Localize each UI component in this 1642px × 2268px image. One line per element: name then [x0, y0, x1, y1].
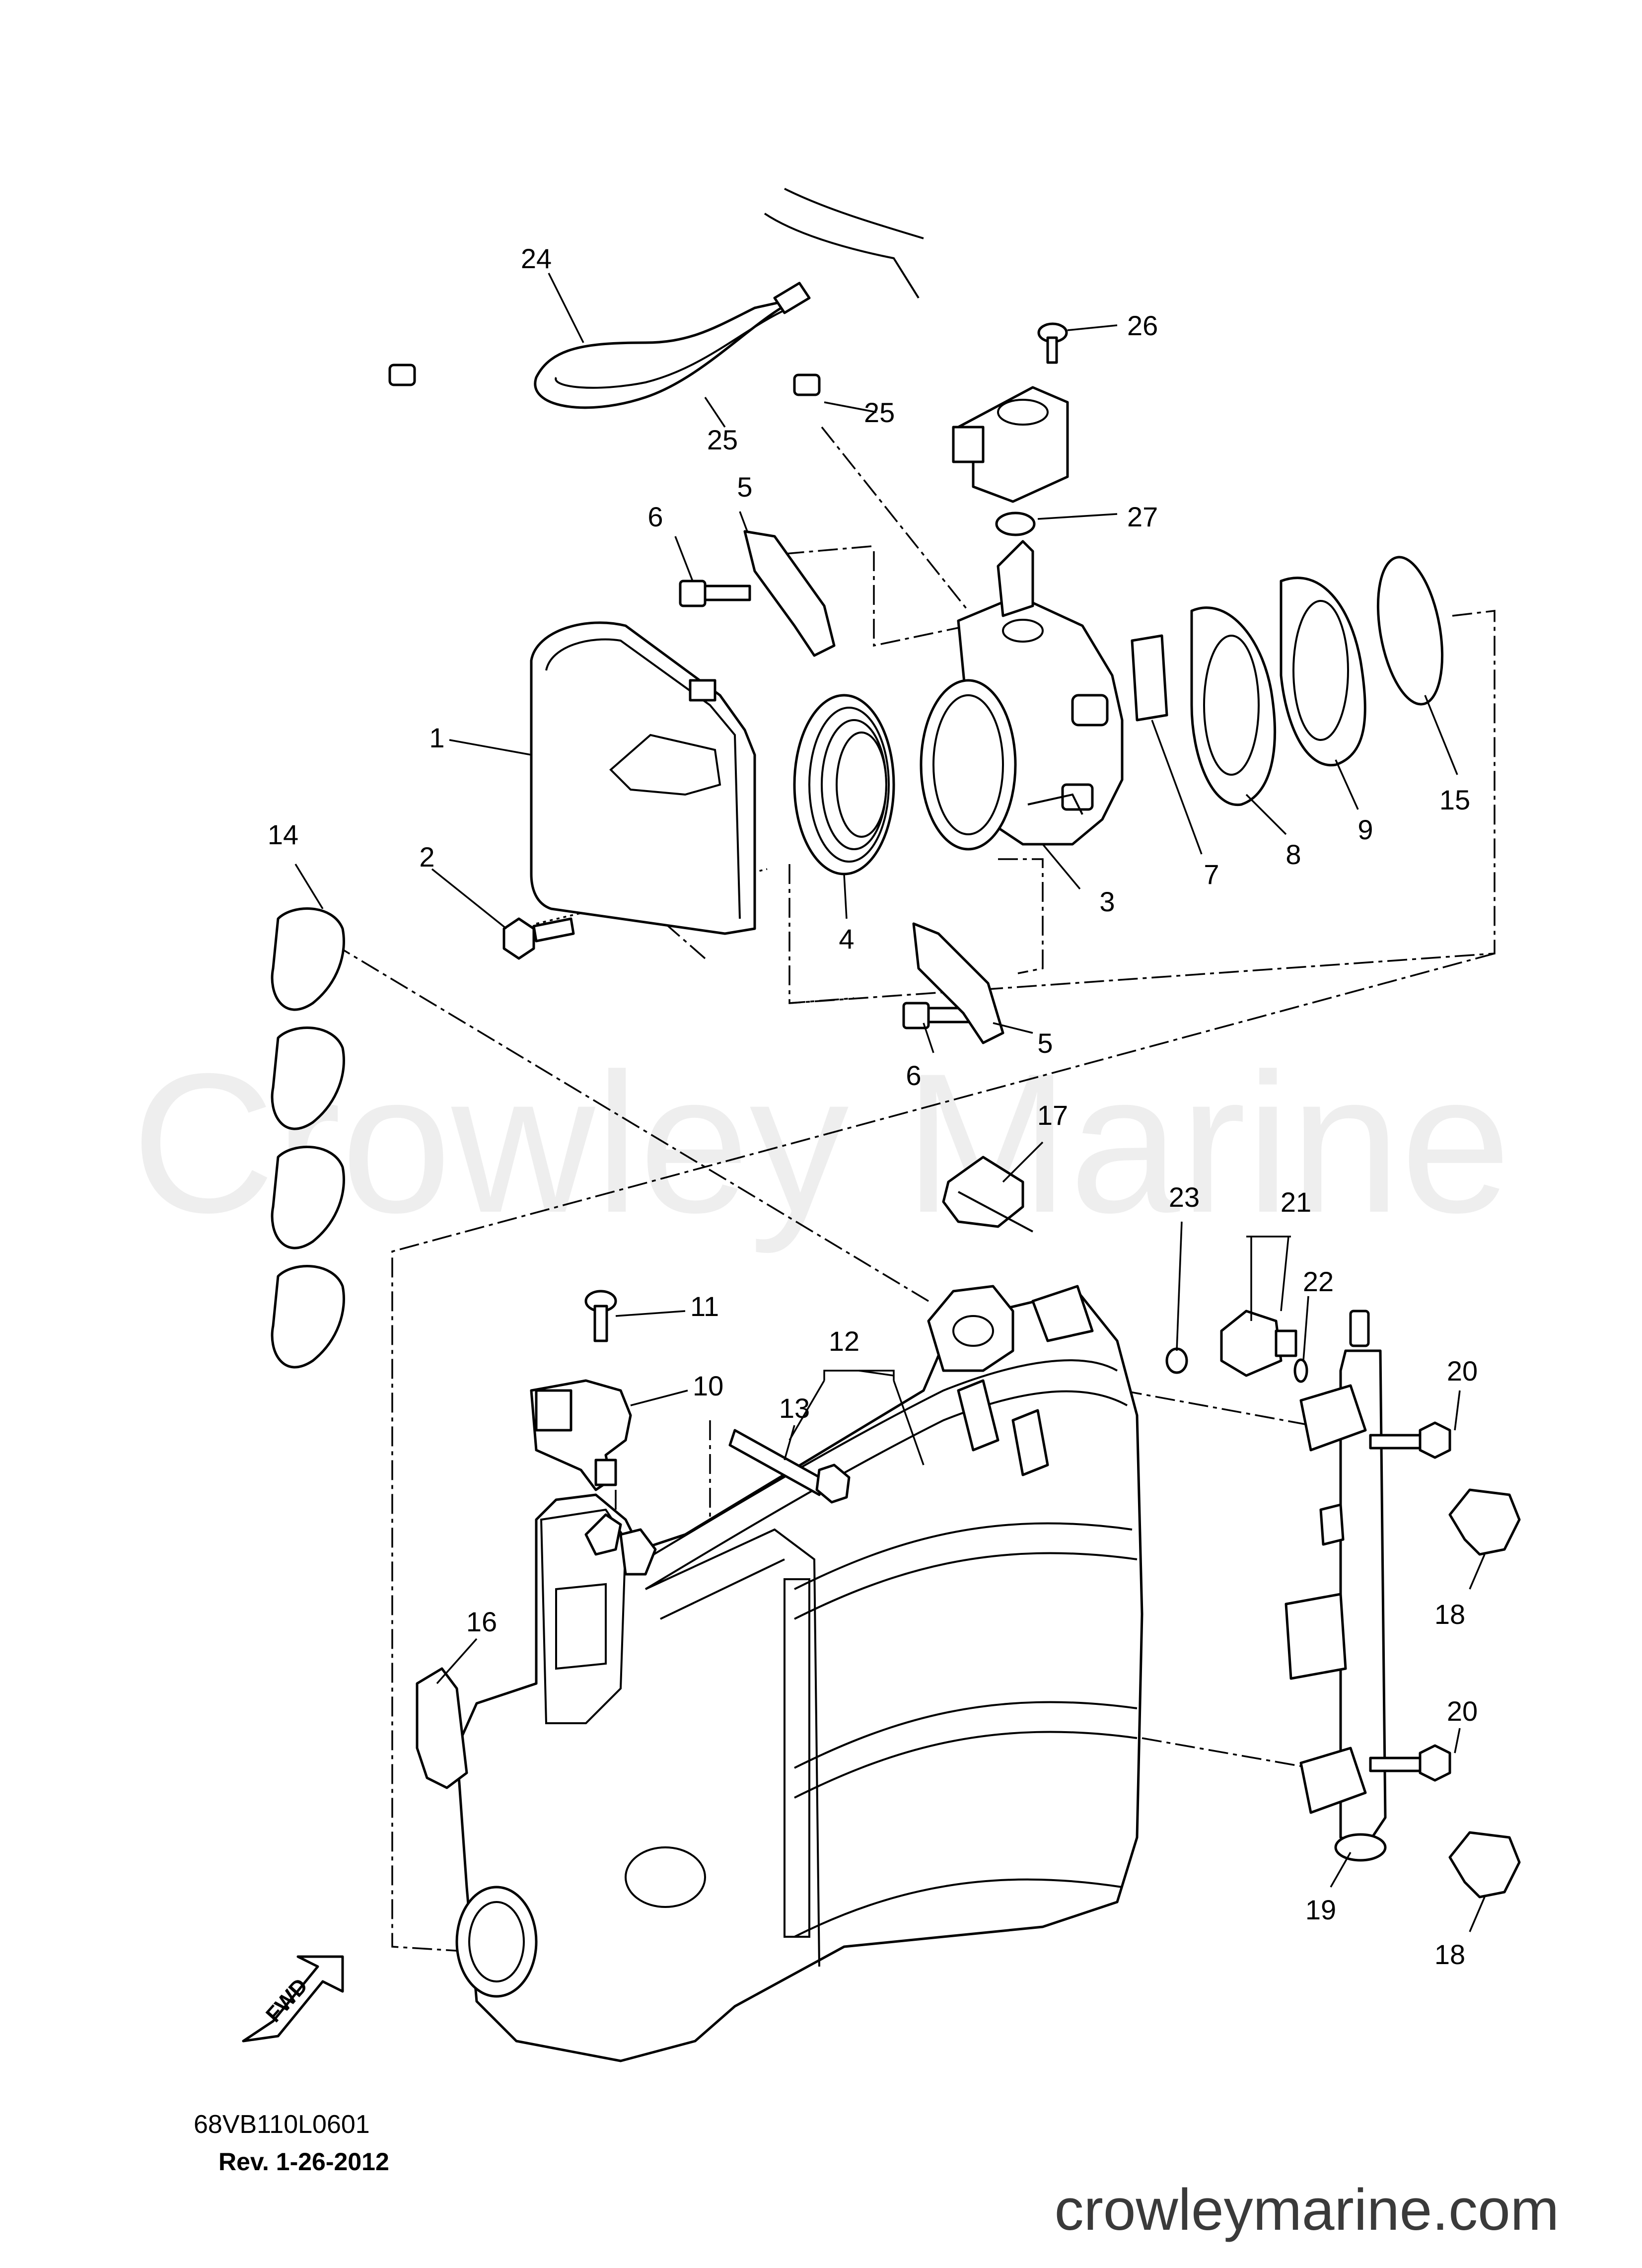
- harness-clamp: [942, 1156, 1033, 1233]
- throttle-body: [920, 540, 1124, 851]
- callout-20: 20: [1447, 1355, 1478, 1387]
- grommet: [1165, 1347, 1188, 1374]
- callout-8: 8: [1285, 839, 1301, 870]
- pressure-sensor: [1220, 1310, 1297, 1377]
- intake-silencer-cover: [530, 621, 756, 935]
- callout-11: 11: [690, 1291, 719, 1322]
- callout-3: 3: [1099, 886, 1115, 917]
- callout-20: 20: [1447, 1695, 1478, 1727]
- callout-2: 2: [419, 841, 434, 873]
- callout-15: 15: [1439, 784, 1470, 815]
- callout-4: 4: [839, 923, 854, 954]
- intake-manifold: [455, 1285, 1143, 2062]
- sensor-screw: [1037, 322, 1068, 364]
- fuel-rail: [1285, 1310, 1387, 1862]
- callout-16: 16: [466, 1606, 497, 1637]
- callout-14: 14: [268, 819, 298, 850]
- fuel-injector: [1448, 1488, 1521, 1899]
- callout-labels: 24 25 25 26 27 5 6 1 2 4 3 7 8 9 15 5 6 …: [268, 243, 1478, 1970]
- callout-25: 25: [707, 424, 738, 455]
- callout-21: 21: [1281, 1186, 1311, 1218]
- callout-1: 1: [429, 722, 444, 753]
- callout-13: 13: [779, 1392, 810, 1424]
- callout-23: 23: [1169, 1181, 1200, 1213]
- callout-7: 7: [1204, 859, 1219, 890]
- bracket: [743, 530, 1004, 1044]
- site-url: crowleymarine.com: [1055, 2177, 1559, 2243]
- breather-hose: [534, 188, 924, 409]
- diagram-code: 68VB110L0601: [194, 2110, 370, 2139]
- callout-5: 5: [1037, 1027, 1053, 1059]
- callout-27: 27: [1127, 501, 1158, 532]
- callout-9: 9: [1357, 814, 1373, 845]
- intake-duct-joint: [793, 694, 895, 876]
- manifold-sensor: [530, 1379, 632, 1491]
- revision-date: Rev. 1-26-2012: [218, 2148, 389, 2176]
- sensor-gasket: [416, 1667, 468, 1789]
- callout-19: 19: [1305, 1894, 1336, 1925]
- callout-26: 26: [1127, 310, 1158, 341]
- sensor-mount-screw: [584, 1290, 617, 1342]
- forward-direction-arrow: FWD: [242, 1955, 344, 2043]
- sensor-o-ring: [1293, 1358, 1308, 1383]
- callout-18: 18: [1434, 1939, 1465, 1970]
- leader-lines: [294, 273, 1486, 1932]
- throttle-o-ring: [1376, 556, 1444, 706]
- callout-18: 18: [1434, 1599, 1465, 1630]
- rail-bolt: [1369, 1421, 1451, 1782]
- bolt: [679, 580, 975, 1029]
- watermark: Crowley Marine: [132, 1032, 1511, 1255]
- manifold-gasket: [271, 907, 345, 1369]
- o-ring: [995, 512, 1036, 536]
- callout-10: 10: [693, 1370, 723, 1401]
- callout-6: 6: [647, 501, 663, 532]
- callout-22: 22: [1303, 1266, 1334, 1297]
- throttle-position-sensor: [952, 386, 1069, 503]
- callout-24: 24: [521, 243, 552, 274]
- gasket: [1131, 577, 1366, 806]
- manifold-bolt: [728, 1429, 851, 1504]
- callout-5: 5: [737, 471, 752, 503]
- callout-6: 6: [906, 1060, 921, 1091]
- callout-12: 12: [829, 1325, 859, 1357]
- hose-clip: [388, 364, 821, 396]
- cover-bolt: [502, 917, 575, 960]
- callout-17: 17: [1037, 1099, 1068, 1131]
- callout-25: 25: [864, 397, 895, 428]
